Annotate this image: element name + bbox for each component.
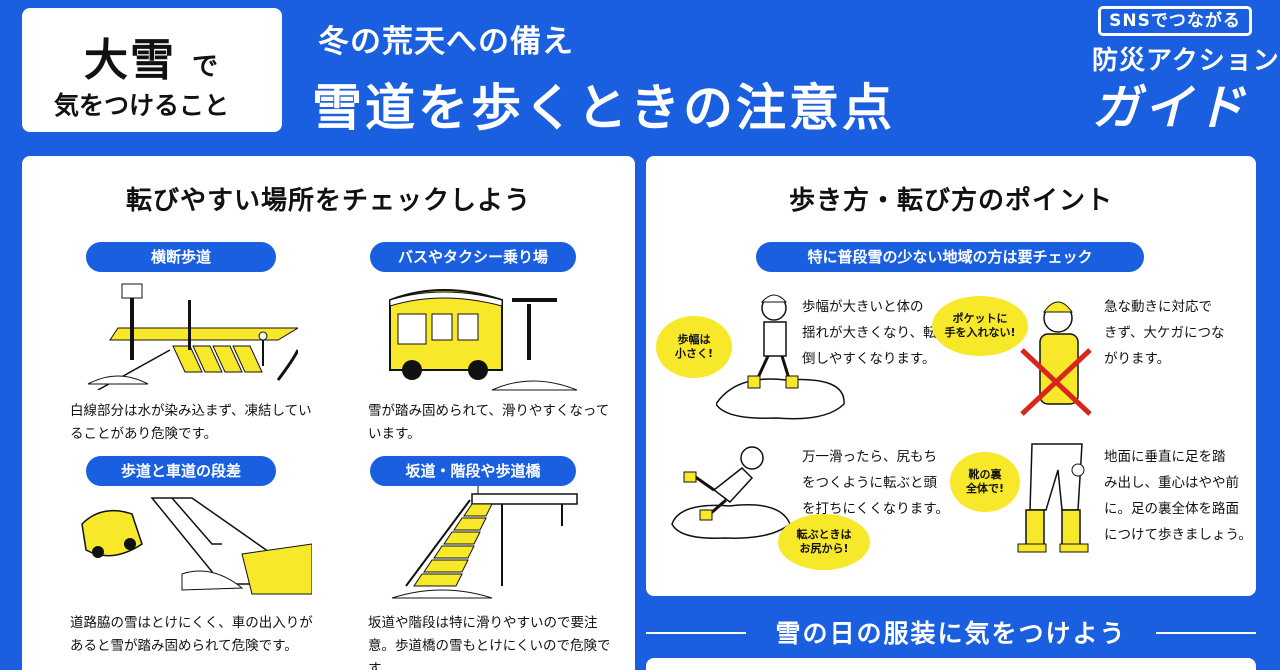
bus-stop-label: バスやタクシー乗り場: [370, 242, 576, 272]
tip-fall-backward-bubble: 転ぶときは お尻から!: [778, 514, 870, 570]
tip-small-steps-bubble: 歩幅は 小さく!: [656, 316, 732, 378]
clothing-rule-left: [646, 632, 746, 634]
tip-whole-sole-line-4: につけて歩きましょう。: [1104, 527, 1252, 543]
tip-no-pockets-line-3: がります。: [1104, 351, 1171, 367]
tip-no-pockets-illustration: [1020, 301, 1092, 416]
clothing-panel-top: [646, 658, 1256, 670]
page-title: 雪道を歩くときの注意点: [312, 79, 895, 137]
brand-logo: SNSでつながる 防災アクション ガイド: [1090, 6, 1279, 136]
tip-fall-backward-line-1: 万一滑ったら、尻もち: [802, 449, 937, 465]
tip-fall-backward-line-2: をつくように転ぶと頭: [802, 475, 937, 491]
tip-whole-sole-line-2: み出し、重心はやや前: [1104, 475, 1239, 491]
bus-stop-desc-2: います。: [368, 426, 421, 442]
tip-whole-sole-bubble: 靴の裏 全体で!: [950, 452, 1020, 512]
logo-badge: SNSでつながる: [1098, 6, 1252, 36]
slope-stairs-desc-2: 意。歩道橋の雪もとけにくいので危険です。: [368, 638, 611, 670]
title-box-particle: で: [192, 52, 219, 82]
curb-step-label: 歩道と車道の段差: [86, 456, 276, 486]
clothing-section: 雪の日の服装に気をつけよう: [646, 608, 1256, 670]
logo-line-2: 防災アクション: [1092, 46, 1280, 76]
walking-tips-title: 歩き方・転び方のポイント: [788, 186, 1113, 216]
tip-small-steps-line-3: 倒しやすくなります。: [802, 351, 936, 367]
slippery-places-title: 転びやすい場所をチェックしよう: [125, 186, 531, 216]
slope-stairs-desc-1: 坂道や階段は特に滑りやすいので要注: [368, 615, 598, 631]
crosswalk-desc-1: 白線部分は水が染み込まず、凍結してい: [70, 403, 312, 419]
title-box: 大雪 で 気をつけること: [22, 8, 282, 132]
title-box-big: 大雪: [84, 35, 176, 86]
tip-small-steps-line-1: 歩幅が大きいと体の: [802, 299, 924, 315]
bus-stop-desc-1: 雪が踏み固められて、滑りやすくなって: [368, 403, 610, 419]
tip-no-pockets-line-1: 急な動きに対応で: [1104, 299, 1212, 315]
tip-small-steps-line-2: 揺れが大きくなり、転: [802, 325, 937, 341]
tip-no-pockets-bubble: ポケットに 手を入れない!: [932, 296, 1028, 356]
slope-stairs-illustration: [391, 486, 578, 599]
bus-stop-illustration: [389, 289, 578, 391]
title-box-small: 気をつけること: [54, 91, 230, 120]
slippery-places-panel: 転びやすい場所をチェックしよう 横断歩道 白線部分は水が染み込まず、凍結してい …: [22, 156, 635, 670]
tip-whole-sole-line-1: 地面に垂直に足を踏: [1104, 449, 1226, 465]
crosswalk-label: 横断歩道: [86, 242, 276, 272]
tip-whole-sole-line-3: に。足の裏全体を路面: [1104, 501, 1239, 517]
crosswalk-desc-2: ることがあり危険です。: [70, 426, 218, 442]
tip-no-pockets-line-2: きず、大ケガにつな: [1104, 325, 1225, 341]
clothing-rule-right: [1156, 632, 1256, 634]
tip-small-steps-illustration: [716, 294, 845, 420]
curb-step-desc-1: 道路脇の雪はとけにくく、車の出入りが: [70, 615, 313, 631]
logo-line-3: ガイド: [1092, 80, 1249, 136]
crosswalk-illustration: [87, 283, 298, 390]
walking-tips-panel: 歩き方・転び方のポイント 特に普段雪の少ない地域の方は要チェック 歩幅は 小さく…: [646, 156, 1256, 596]
tip-fall-backward-illustration: [671, 446, 791, 539]
tip-fall-backward-line-3: を打ちにくくなります。: [802, 501, 949, 517]
clothing-title: 雪の日の服装に気をつけよう: [775, 619, 1127, 648]
page-subtitle: 冬の荒天への備え: [318, 24, 574, 60]
slope-stairs-label: 坂道・階段や歩道橋: [370, 456, 576, 486]
curb-step-desc-2: あると雪が踏み固められて危険です。: [70, 638, 298, 654]
tip-whole-sole-illustration: [1017, 443, 1089, 553]
walking-tips-pill: 特に普段雪の少ない地域の方は要チェック: [756, 242, 1144, 272]
curb-step-illustration: [81, 497, 312, 595]
